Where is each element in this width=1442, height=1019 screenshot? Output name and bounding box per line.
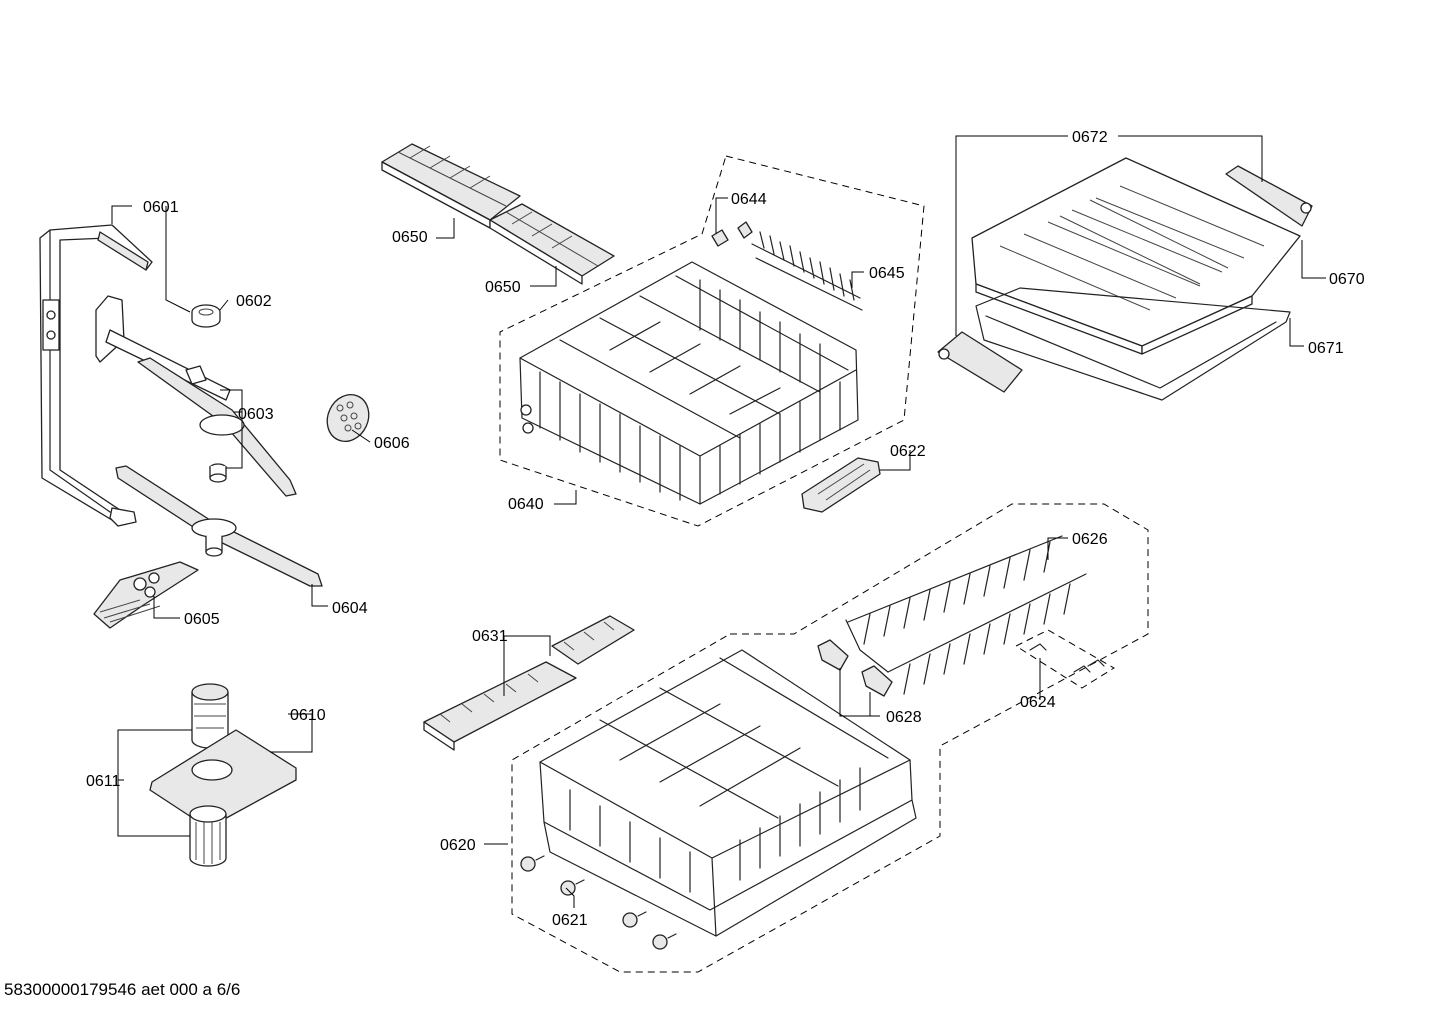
rail-0671	[975, 287, 1291, 401]
label-0605: 0605	[184, 611, 220, 628]
label-0624: 0624	[1020, 694, 1056, 711]
lower-basket-group-outline	[511, 503, 1149, 973]
label-0631: 0631	[472, 628, 508, 645]
lower-spray-arm-0604	[115, 465, 323, 587]
leader-lines	[111, 135, 1326, 908]
drawer-end-left-0672	[937, 331, 1023, 393]
basket-handle-0622	[801, 457, 881, 513]
label-0610: 0610	[290, 707, 326, 724]
clip-0644	[711, 221, 753, 247]
lower-basket-0620	[539, 649, 917, 937]
label-0671: 0671	[1308, 340, 1344, 357]
filter-cover-0605	[93, 561, 199, 629]
label-0620: 0620	[440, 837, 476, 854]
label-0621: 0621	[552, 912, 588, 929]
label-0650-a: 0650	[392, 229, 428, 246]
document-footer: 58300000179546 aet 000 a 6/6	[4, 980, 241, 999]
cutlery-tray-0631	[423, 615, 635, 751]
label-0644: 0644	[731, 191, 767, 208]
holders-0628	[817, 639, 893, 697]
label-0650-b: 0650	[485, 279, 521, 296]
label-0611: 0611	[86, 773, 121, 790]
clips-0624	[1029, 643, 1105, 673]
cutlery-tray-0650-b	[489, 203, 615, 285]
part-labels: 0601 0602 0603 0604 0605 0606 0610 0611 …	[86, 129, 1365, 929]
filter-assembly-0610	[149, 683, 297, 867]
label-0670: 0670	[1329, 271, 1365, 288]
label-0640: 0640	[508, 496, 544, 513]
plate-rack-0626	[845, 535, 1087, 695]
label-0602: 0602	[236, 293, 272, 310]
drawer-end-right-0672	[1225, 165, 1313, 227]
supply-pipe-0601	[39, 224, 153, 527]
upper-basket-group-outline	[499, 155, 925, 527]
cup-rack-0645	[751, 231, 863, 311]
upper-spray-arm-0603	[95, 295, 297, 497]
label-0606: 0606	[374, 435, 410, 452]
label-0672: 0672	[1072, 129, 1108, 146]
clips-group-outline	[1014, 629, 1115, 689]
label-0645: 0645	[869, 265, 905, 282]
label-0626: 0626	[1072, 531, 1108, 548]
micro-filter-0606	[326, 394, 370, 442]
cutlery-drawer-0670	[971, 157, 1301, 355]
label-0622: 0622	[890, 443, 926, 460]
label-0601: 0601	[143, 199, 179, 216]
upper-basket-0640	[519, 261, 859, 505]
label-0604: 0604	[332, 600, 368, 617]
wheels-0621	[520, 855, 677, 950]
label-0628: 0628	[886, 709, 922, 726]
label-0603: 0603	[238, 406, 274, 423]
nut-0602	[191, 304, 221, 328]
